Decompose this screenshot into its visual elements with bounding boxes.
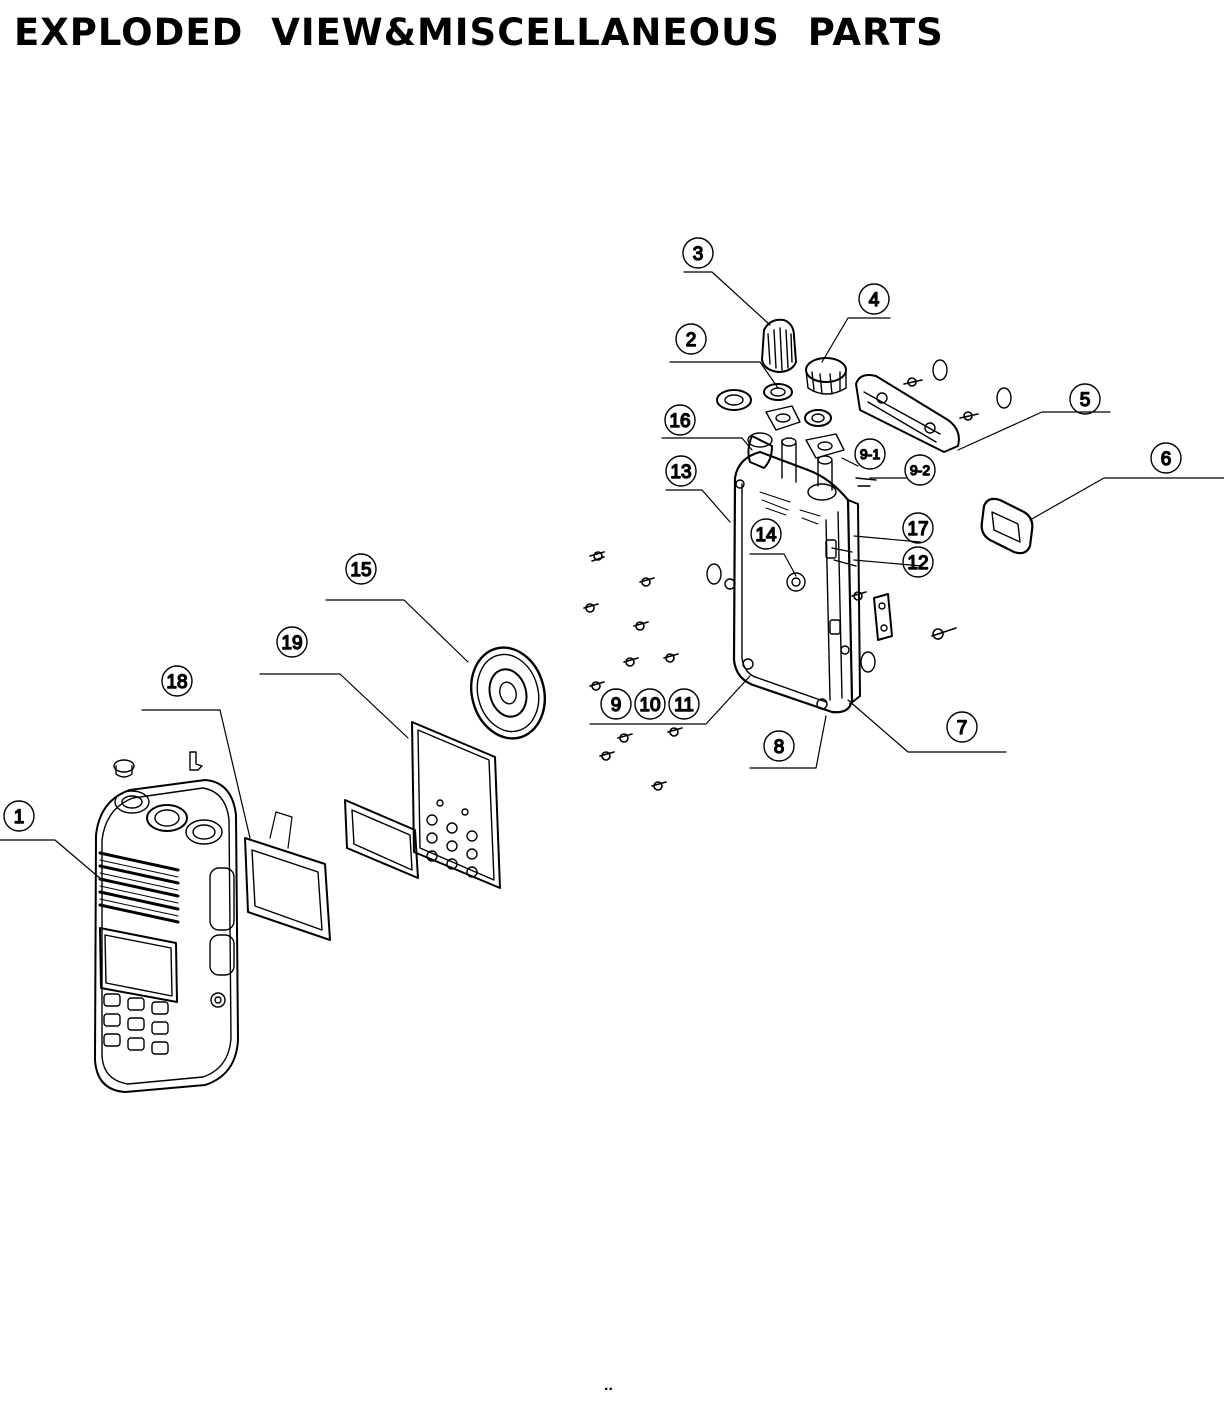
- washers-and-nuts: [717, 384, 844, 458]
- callout-13-label: 13: [670, 462, 691, 483]
- callout-5-label: 5: [1080, 390, 1091, 411]
- channel-knob: [806, 358, 846, 394]
- callout-18: 18: [162, 666, 192, 696]
- callout-6: 6: [1151, 443, 1181, 473]
- callout-8-label: 8: [774, 737, 785, 758]
- callout-11: 11: [669, 689, 699, 719]
- callout-10: 10: [635, 689, 665, 719]
- callout-9: 9: [601, 689, 631, 719]
- callout-9-label: 9: [611, 695, 622, 716]
- callout-7-label: 7: [957, 718, 968, 739]
- callout-3-label: 3: [693, 244, 704, 265]
- callout-18-label: 18: [166, 672, 187, 693]
- callout-14: 14: [751, 519, 781, 549]
- callout-11-label: 11: [674, 695, 694, 716]
- callout-14-label: 14: [755, 525, 777, 546]
- keypad-shield-board: [345, 722, 500, 888]
- callout-2-label: 2: [686, 330, 697, 351]
- main-chassis: [725, 433, 876, 712]
- callout-17: 17: [903, 513, 933, 543]
- callout-7: 7: [947, 712, 977, 742]
- callout-9-1: 9-1: [855, 439, 885, 469]
- callout-2: 2: [676, 324, 706, 354]
- callout-16-label: 16: [669, 411, 690, 432]
- leader-lines: [0, 272, 1224, 880]
- volume-knob: [762, 320, 796, 372]
- lcd-module: [245, 812, 330, 940]
- callout-9-2-label: 9-2: [910, 462, 930, 478]
- callout-5: 5: [1070, 384, 1100, 414]
- callout-1: 1: [4, 801, 34, 831]
- callout-15: 15: [346, 554, 376, 584]
- callout-17-label: 17: [907, 519, 928, 540]
- page-footer-mark: ..: [604, 1378, 613, 1394]
- side-clip: [874, 594, 892, 640]
- speaker: [461, 639, 554, 747]
- callout-8: 8: [764, 731, 794, 761]
- callout-12: 12: [903, 547, 933, 577]
- callout-13: 13: [666, 456, 696, 486]
- callout-4: 4: [859, 284, 889, 314]
- callout-6-label: 6: [1161, 449, 1172, 470]
- callout-16: 16: [665, 405, 695, 435]
- front-case: [95, 752, 238, 1092]
- callout-19-label: 19: [281, 633, 302, 654]
- callout-9-2: 9-2: [905, 455, 935, 485]
- callout-3: 3: [683, 238, 713, 268]
- callout-4-label: 4: [869, 290, 880, 311]
- callout-1-label: 1: [14, 807, 25, 828]
- callout-19: 19: [277, 627, 307, 657]
- jack-cover: [982, 499, 1033, 553]
- callout-12-label: 12: [907, 553, 928, 574]
- callout-15-label: 15: [350, 560, 371, 581]
- top-cover: [856, 375, 959, 452]
- callout-9-1-label: 9-1: [860, 446, 880, 462]
- callout-10-label: 10: [639, 695, 660, 716]
